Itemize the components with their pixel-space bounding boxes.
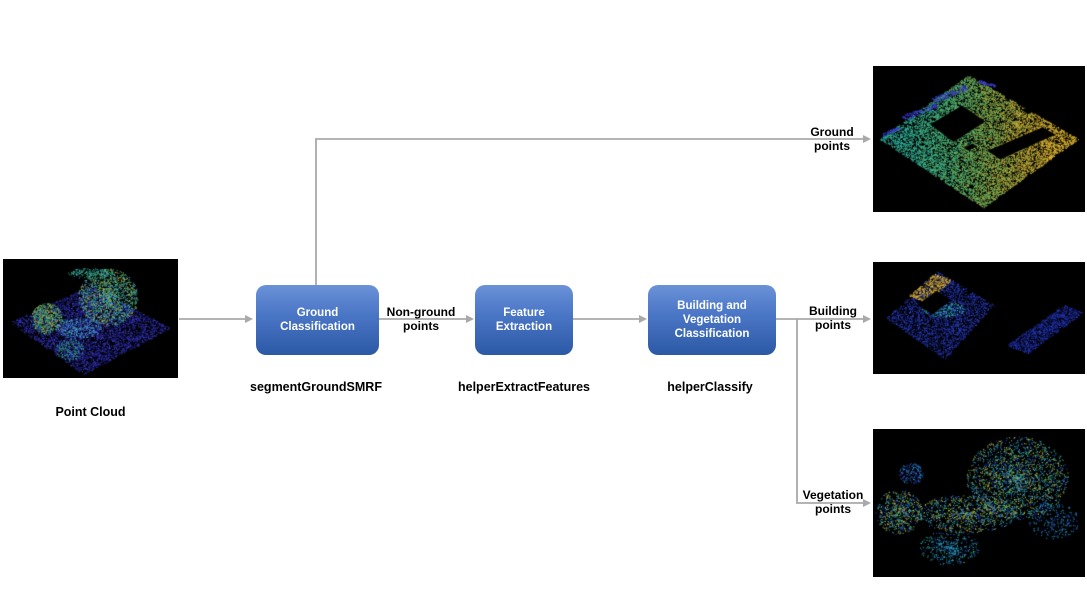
function-label-helper-classify: helperClassify bbox=[667, 380, 753, 394]
edge-label-building-points: Building points bbox=[809, 304, 857, 332]
node-label-line: Extraction bbox=[495, 321, 553, 333]
node-label-line: Classification bbox=[674, 328, 750, 340]
point-cloud-label: Point Cloud bbox=[55, 405, 126, 419]
edge-label-ground-points: Ground points bbox=[810, 125, 854, 153]
node-label-line: Vegetation bbox=[682, 314, 742, 326]
function-label-helper-extract-features: helperExtractFeatures bbox=[457, 380, 591, 394]
function-label-segment-ground-smrf: segmentGroundSMRF bbox=[250, 380, 382, 394]
ground-points-image bbox=[873, 66, 1085, 212]
vegetation-points-image bbox=[873, 429, 1085, 577]
node-feature-extraction: Feature Extraction bbox=[475, 285, 573, 355]
arrow-ground-points bbox=[315, 135, 871, 286]
node-label-line: Ground bbox=[296, 307, 339, 319]
arrow-vegetation-points bbox=[796, 319, 871, 507]
node-building-vegetation-classification: Building and Vegetation Classification bbox=[648, 285, 776, 355]
node-label-line: Feature bbox=[503, 307, 545, 319]
node-label-line: Classification bbox=[280, 321, 355, 333]
node-label-line: Building and bbox=[677, 300, 747, 312]
edge-label-non-ground-points: Non-ground points bbox=[386, 305, 456, 333]
edge-label-vegetation-points: Vegetation points bbox=[802, 488, 864, 516]
point-cloud-image bbox=[3, 259, 178, 378]
node-ground-classification: Ground Classification bbox=[256, 285, 379, 355]
building-points-image bbox=[873, 262, 1085, 374]
